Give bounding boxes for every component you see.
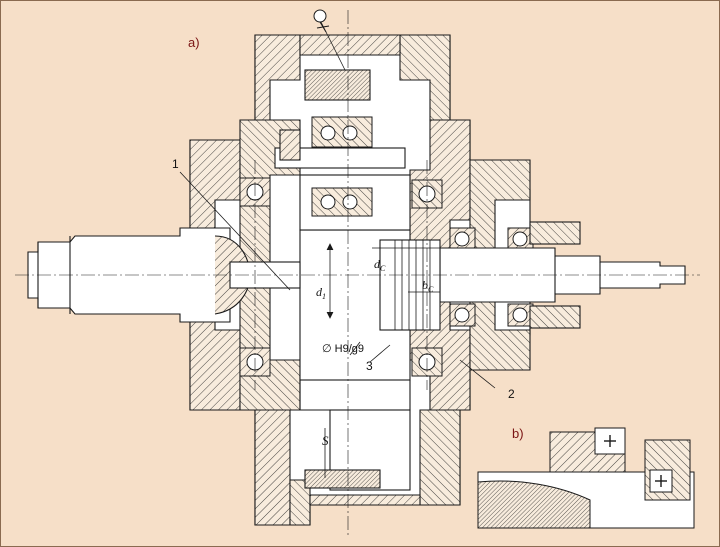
output-shaft [379,221,686,331]
end-cap-top [529,221,581,245]
oil-can-icon [313,9,330,33]
panel-label-a: a) [188,35,200,50]
leader-lines [179,19,496,389]
callout-1: 1 [172,157,179,171]
bearing-mid-1 [311,187,373,217]
top-gear-ring [304,69,371,101]
bottom-gear-ring [304,469,381,489]
inset-cross-box-1 [594,427,626,455]
bearing-out-top [449,227,534,251]
housing-top-band [299,34,401,56]
dimension-lines [324,243,440,478]
dim-d1: d1 [316,285,326,301]
housing-foot [289,479,311,526]
dim-dc: dC [374,257,386,273]
panel-label-b: b) [512,426,524,441]
callout-3: 3 [366,359,373,373]
housing-bottom-band [309,494,421,506]
inset-b [477,427,695,529]
housing-wall-bottom-right [419,409,461,506]
dim-s: S [322,433,329,448]
dim-bc: bC [422,278,434,294]
end-cap-bottom [529,305,581,329]
right-flange [469,159,531,371]
callout-2: 2 [508,387,515,401]
centerlines [15,10,700,535]
output-shaft-body [439,247,686,303]
bearing-out-bottom [449,303,534,327]
housing-wall-bottom-left [254,409,291,526]
bearing-top-1 [311,116,373,148]
fit-tolerance: ∅ H9/g9 [322,343,364,355]
planet-pin [274,147,406,169]
inset-tooth-profile [477,480,591,529]
